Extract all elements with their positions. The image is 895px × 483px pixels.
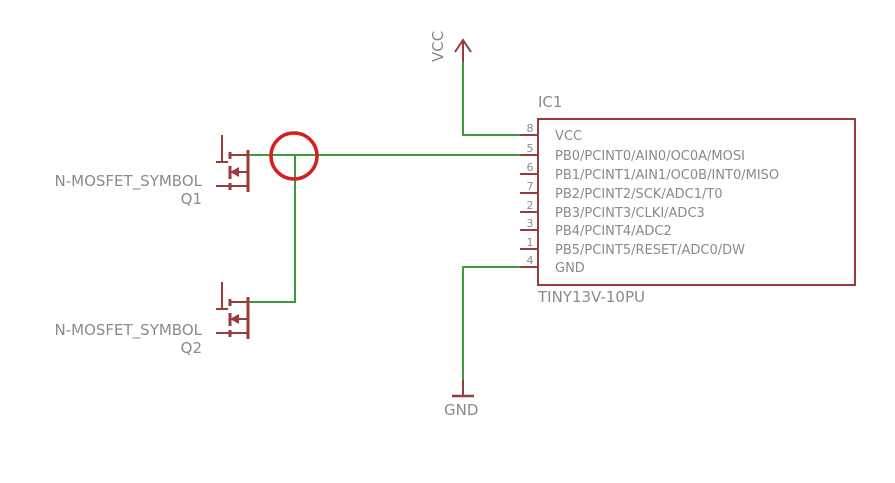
wires [248, 62, 520, 395]
junction-highlight-circle [269, 131, 319, 181]
wire-gnd-to-ic [462, 266, 520, 395]
ic1-pin-number: 3 [527, 217, 534, 230]
gnd-label: GND [444, 401, 478, 419]
ic1-pin-label: PB2/PCINT2/SCK/ADC1/T0 [555, 187, 723, 202]
ic1-pin-number: 6 [527, 161, 534, 174]
q1-symbol-label: N-MOSFET_SYMBOL [55, 172, 203, 191]
ic1-value: TINY13V-10PU [537, 288, 645, 306]
vcc-supply-symbol: VCC [429, 31, 472, 62]
ic1-body [537, 118, 856, 286]
q2-symbol-label: N-MOSFET_SYMBOL [55, 321, 203, 340]
mosfet-symbol-icon [216, 282, 250, 339]
ic1-pin-number: 2 [527, 199, 534, 212]
ic1-pin-label: GND [555, 261, 585, 276]
ic1-pin-number: 4 [527, 254, 534, 267]
q1-mosfet: N-MOSFET_SYMBOL Q1 [55, 135, 250, 208]
ic1-pin-label: PB3/PCINT3/CLKI/ADC3 [555, 206, 705, 221]
q1-name-label: Q1 [181, 190, 202, 208]
vcc-label: VCC [429, 31, 447, 62]
ic1-pin-label: PB0/PCINT0/AIN0/OC0A/MOSI [555, 149, 745, 164]
ic1-pin-label: PB1/PCINT1/AIN1/OC0B/INT0/MISO [555, 168, 779, 183]
ic1-pin-number: 1 [527, 236, 534, 249]
ic1-pin-number: 7 [527, 180, 534, 193]
ic1-pin-number: 8 [527, 122, 534, 135]
wire-vcc-to-ic [462, 62, 520, 136]
q2-mosfet: N-MOSFET_SYMBOL Q2 [55, 282, 250, 357]
ic1-pin-label: PB5/PCINT5/RESET/ADC0/DW [555, 243, 745, 258]
ic1-pin-number: 5 [527, 142, 534, 155]
ic1-name: IC1 [538, 93, 562, 111]
q2-name-label: Q2 [181, 339, 202, 357]
ic1-pin-label: PB4/PCINT4/ADC2 [555, 224, 672, 239]
mosfet-symbol-icon [216, 135, 250, 192]
wire-q2-to-net [248, 155, 296, 303]
gnd-supply-symbol: GND [444, 380, 478, 419]
ic1-pin-label: VCC [555, 129, 582, 144]
